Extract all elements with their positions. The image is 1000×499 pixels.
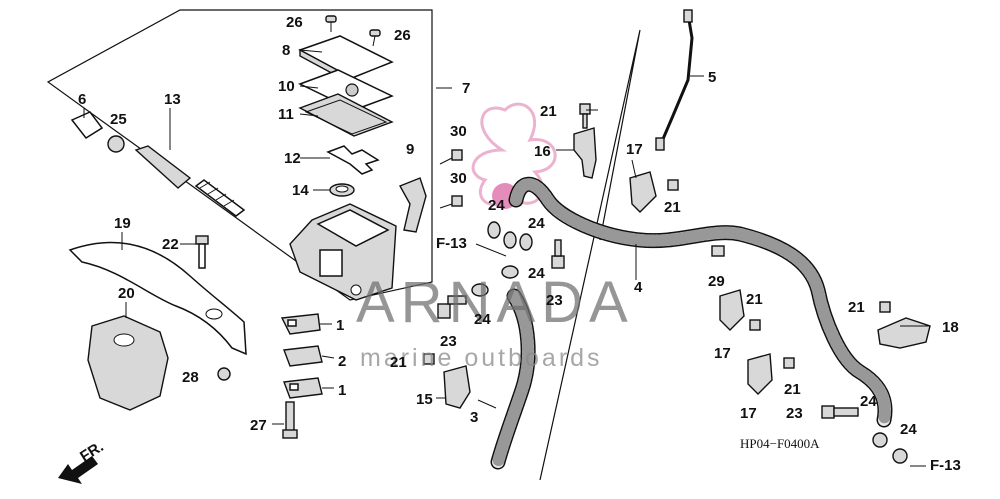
- callout-21e: 21: [848, 299, 865, 316]
- callout-26b: 26: [394, 27, 411, 44]
- callout-14: 14: [292, 182, 309, 199]
- banjo-bolt-23c-icon: [821, 405, 859, 419]
- banjo-bolt-23b-icon: [437, 295, 467, 319]
- ref-f13-upper: F-13: [436, 235, 467, 252]
- clamp-15-icon: [443, 365, 471, 409]
- brake-hose-4-icon: [508, 176, 893, 428]
- master-cylinder-frame: [46, 9, 433, 301]
- callout-24d: 24: [474, 311, 491, 328]
- master-cylinder-body-icon: [289, 203, 397, 301]
- sealing-washers-icon: [471, 221, 908, 464]
- callout-11: 11: [278, 106, 294, 123]
- callout-17a: 17: [626, 141, 643, 158]
- callout-19: 19: [114, 215, 131, 232]
- circlip-icon: [107, 135, 125, 153]
- callout-7: 7: [462, 80, 470, 97]
- callout-labels: 26 26 8 7 10 11 6 13 25 30 9 12 30 14 19…: [78, 14, 959, 438]
- callout-23a: 23: [546, 292, 563, 309]
- callout-22: 22: [162, 236, 179, 253]
- callout-21d: 21: [784, 381, 801, 398]
- pivot-bolt-icon: [195, 235, 209, 269]
- switch-1a-icon: [280, 313, 321, 335]
- screw-27-icon: [282, 401, 298, 439]
- pivot-nut-icon: [217, 367, 231, 381]
- clamp-17c-icon: [747, 353, 773, 395]
- bolt-30a-icon: [439, 149, 463, 165]
- callout-24f: 24: [900, 421, 917, 438]
- bolt-21a-icon: [579, 103, 591, 129]
- callout-17c: 17: [740, 405, 757, 422]
- callout-9: 9: [406, 141, 414, 158]
- callout-24e: 24: [860, 393, 877, 410]
- callout-30a: 30: [450, 123, 467, 140]
- callout-13: 13: [164, 91, 181, 108]
- brake-hose-3-icon: [490, 288, 536, 470]
- bolt-21c-icon: [749, 319, 761, 331]
- watermark-brand: ARNADA: [356, 270, 634, 335]
- callout-6: 6: [78, 91, 86, 108]
- callout-20: 20: [118, 285, 135, 302]
- callout-12: 12: [284, 150, 301, 167]
- hose-frame: [539, 29, 641, 481]
- callout-18: 18: [942, 319, 959, 336]
- callout-30b: 30: [450, 170, 467, 187]
- screw-26a-icon: [325, 15, 337, 32]
- callout-3: 3: [470, 409, 478, 426]
- float-icon: [326, 145, 380, 175]
- clamp-17b-icon: [719, 289, 745, 331]
- callout-2: 2: [338, 353, 346, 370]
- callout-23b: 23: [440, 333, 457, 350]
- clamp-17a-icon: [629, 171, 657, 213]
- callout-15: 15: [416, 391, 433, 408]
- switch-1b-icon: [283, 377, 323, 399]
- screw-26b-icon: [369, 29, 381, 47]
- clamp-18-icon: [877, 317, 931, 349]
- callout-4: 4: [634, 279, 643, 296]
- callout-16: 16: [534, 143, 551, 160]
- reservoir-cover-icon: [87, 315, 169, 411]
- watermark-tagline: marine outboards: [360, 344, 603, 372]
- bolt-21b-icon: [667, 179, 679, 191]
- callout-26a: 26: [286, 14, 303, 31]
- front-arrow-icon: FR.: [58, 438, 107, 484]
- callout-5: 5: [708, 69, 716, 86]
- bolt-21d-icon: [783, 357, 795, 369]
- banjo-bolt-23a-icon: [551, 239, 565, 269]
- piston-set-icon: [134, 145, 246, 217]
- ref-f13-lower: F-13: [930, 457, 961, 474]
- bolt-21f-icon: [423, 353, 435, 365]
- bolt-21e-icon: [879, 301, 891, 313]
- callout-8: 8: [282, 42, 290, 59]
- brake-lever-icon: [68, 241, 247, 356]
- clamp-16-icon: [573, 127, 597, 179]
- callout-21a: 21: [540, 103, 557, 120]
- callout-1a: 1: [336, 317, 344, 334]
- brake-pipe-icon: [658, 13, 694, 147]
- callout-29: 29: [708, 273, 725, 290]
- callout-24a: 24: [488, 197, 505, 214]
- callout-1b: 1: [338, 382, 346, 399]
- callout-21c: 21: [746, 291, 763, 308]
- callout-10: 10: [278, 78, 295, 95]
- callout-21b: 21: [664, 199, 681, 216]
- callout-25: 25: [110, 111, 127, 128]
- diagram-code: HP04−F0400A: [740, 436, 820, 451]
- holder-icon: [399, 177, 427, 233]
- callout-28: 28: [182, 369, 199, 386]
- switch-2-icon: [283, 345, 323, 367]
- bolt-29-icon: [711, 245, 725, 257]
- callout-17b: 17: [714, 345, 731, 362]
- front-label: FR.: [77, 438, 107, 465]
- callout-24b: 24: [528, 215, 545, 232]
- boot-icon: [70, 111, 104, 139]
- callout-23c: 23: [786, 405, 803, 422]
- callout-27: 27: [250, 417, 267, 434]
- callout-21f: 21: [390, 354, 407, 371]
- callout-24c: 24: [528, 265, 545, 282]
- bolt-30b-icon: [439, 195, 463, 209]
- leader-lines: [83, 49, 930, 425]
